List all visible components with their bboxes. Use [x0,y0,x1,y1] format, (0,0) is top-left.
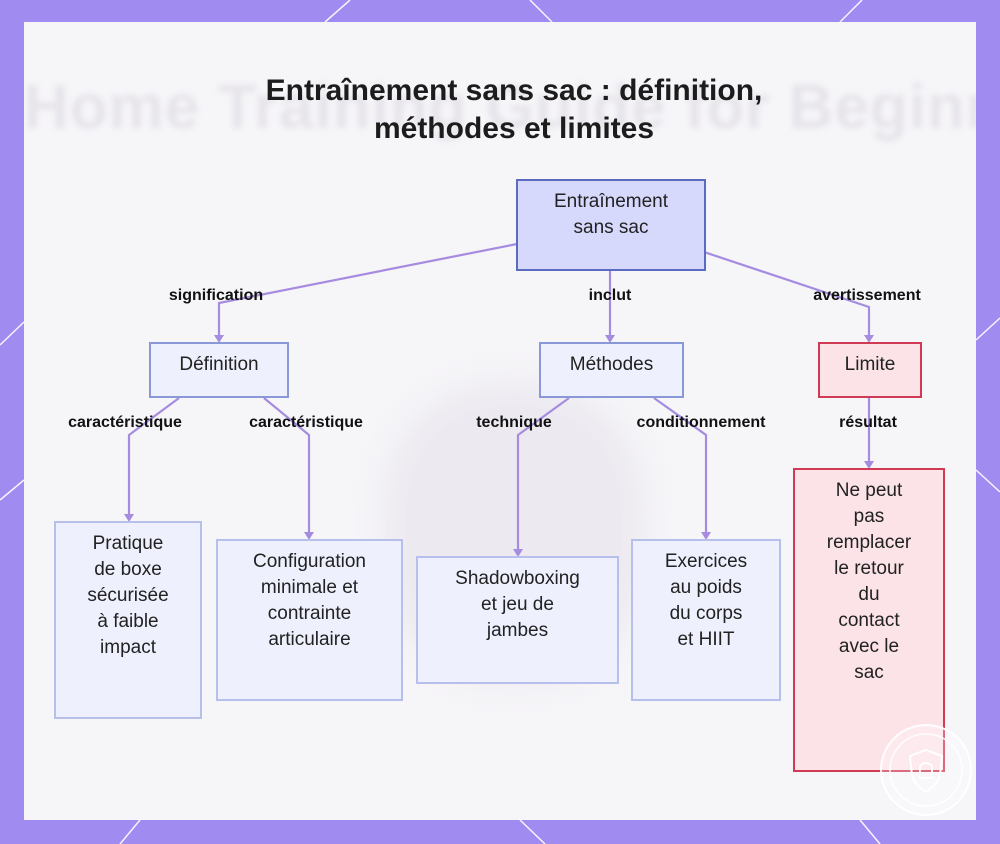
edge-label-conditionnement: conditionnement [637,414,766,432]
node-methodes: Méthodes [539,342,684,398]
node-root: Entraînement sans sac [516,179,706,271]
edge-label-signification: signification [169,287,263,305]
shield-badge-icon [880,724,972,816]
edge-label-avertissement: avertissement [813,287,921,305]
node-shadowboxing: Shadowboxing et jeu de jambes [416,556,619,684]
edge-label-inclut: inclut [589,287,632,305]
node-pratique: Pratique de boxe sécurisée à faible impa… [54,521,202,719]
edge-label-caracteristique-1: caractéristique [68,414,182,432]
node-limite: Limite [818,342,922,398]
node-exercices: Exercices au poids du corps et HIIT [631,539,781,701]
edge-label-caracteristique-2: caractéristique [249,414,363,432]
node-configuration: Configuration minimale et contrainte art… [216,539,403,701]
edge-root-definition [219,244,517,341]
diagram-card: Home Training Guide for Beginners Entraî… [24,22,976,820]
edge-label-technique: technique [476,414,552,432]
edge-label-resultat: résultat [839,414,897,432]
node-definition: Définition [149,342,289,398]
